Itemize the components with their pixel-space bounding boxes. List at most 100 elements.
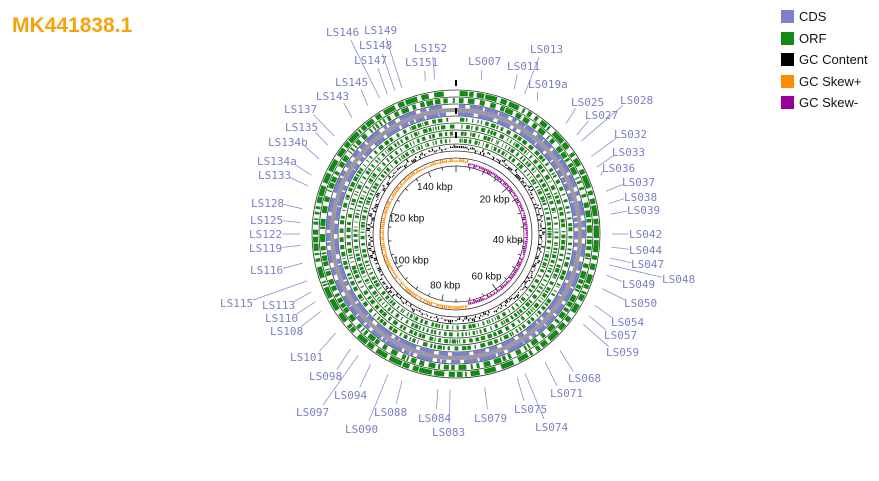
- orf-feature: [406, 355, 410, 362]
- gc-skew-bar: [385, 259, 390, 262]
- gc-content-bar: [519, 289, 522, 291]
- gene-label: LS047: [631, 258, 664, 271]
- orf-feature: [368, 271, 374, 275]
- gc-content-bar: [505, 299, 509, 303]
- gc-skew-bar: [406, 288, 410, 292]
- orf-feature: [408, 329, 414, 335]
- orf-feature: [400, 308, 404, 313]
- gc-content-bar: [402, 302, 405, 305]
- gc-content-bar: [438, 146, 441, 150]
- gc-skew-bar: [415, 168, 419, 173]
- orf-feature: [378, 286, 382, 291]
- gc-skew-bar: [387, 264, 392, 268]
- cds-feature: [543, 152, 553, 162]
- gc-content-track: [366, 144, 546, 324]
- kbp-tick: [391, 212, 398, 216]
- orf-feature: [516, 310, 521, 315]
- label-leader-line: [359, 364, 371, 388]
- orf-feature: [487, 340, 494, 346]
- gc-skew-bar: [481, 297, 485, 301]
- orf-feature: [551, 254, 557, 259]
- orf-feature: [404, 151, 410, 157]
- orf-feature: [355, 139, 363, 146]
- gc-skew-bar: [506, 183, 509, 187]
- orf-feature: [364, 185, 370, 190]
- cds-feature: [334, 238, 340, 255]
- gc-content-bar: [373, 257, 377, 260]
- cds-feature: [541, 310, 549, 319]
- orf-feature: [360, 269, 366, 275]
- gc-content-bar: [396, 295, 399, 298]
- gene-label: LS151: [405, 56, 438, 69]
- label-leader-line: [290, 177, 308, 187]
- orf-feature: [565, 256, 571, 261]
- orf-feature: [529, 308, 534, 313]
- orf-feature: [493, 357, 503, 365]
- orf-feature: [496, 140, 500, 145]
- cds-feature: [355, 314, 366, 325]
- orf-feature: [437, 345, 443, 350]
- gc-content-bar: [382, 184, 385, 187]
- orf-feature: [374, 338, 381, 346]
- gc-content-bar: [374, 205, 378, 208]
- orf-feature: [328, 182, 335, 190]
- gc-skew-bar: [486, 169, 490, 174]
- cds-feature: [348, 305, 359, 317]
- orf-feature: [483, 366, 497, 375]
- orf-feature: [471, 132, 476, 138]
- orf-feature: [528, 299, 533, 304]
- gc-skew-bar: [520, 207, 524, 210]
- kbp-tick: [415, 286, 419, 290]
- cds-feature: [551, 149, 562, 161]
- cds-feature: [337, 191, 346, 207]
- gc-skew-bar: [517, 262, 522, 266]
- gene-label: LS145: [335, 76, 368, 89]
- orf-feature: [501, 355, 507, 362]
- orf-feature: [479, 342, 486, 348]
- orf-feature: [531, 306, 536, 311]
- gene-label: LS050: [624, 297, 657, 310]
- gc-content-bar: [399, 296, 402, 300]
- orf-feature: [400, 316, 404, 321]
- orf-feature: [523, 149, 528, 154]
- orf-feature: [420, 144, 424, 150]
- gc-content-bar: [418, 155, 422, 159]
- orf-feature: [328, 278, 335, 286]
- orf-feature: [380, 173, 386, 179]
- map-title: MK441838.1: [12, 14, 133, 37]
- orf-feature: [422, 326, 425, 332]
- orf-feature: [360, 285, 365, 289]
- legend-item-cds: CDS: [781, 6, 868, 28]
- gc-content-bar: [495, 309, 498, 313]
- gc-skew-bar: [482, 167, 486, 173]
- cds-feature: [506, 341, 525, 353]
- orf-feature: [322, 261, 329, 267]
- orf-feature: [370, 163, 375, 168]
- orf-feature: [504, 317, 510, 323]
- orf-feature: [400, 106, 410, 115]
- gc-content-bar: [386, 182, 390, 186]
- label-leader-line: [524, 56, 540, 95]
- gene-label: LS039: [627, 204, 660, 217]
- label-leader-line: [601, 288, 625, 301]
- orf-feature: [412, 365, 420, 372]
- track-ring: [372, 150, 540, 318]
- orf-feature: [530, 167, 536, 172]
- gc-content-bar: [376, 195, 379, 198]
- gc-content-bar: [531, 274, 533, 277]
- gene-label: LS128: [251, 197, 284, 210]
- gene-label: LS019a: [528, 78, 568, 91]
- orf-feature: [428, 336, 434, 341]
- feature-tracks: [312, 91, 599, 377]
- orf-feature: [336, 297, 344, 304]
- orf-feature: [322, 283, 328, 287]
- gc-skew-bar: [399, 182, 403, 187]
- cds-feature: [569, 249, 577, 267]
- orf-feature: [563, 261, 569, 268]
- orf-feature: [339, 302, 347, 309]
- orf-feature: [393, 142, 398, 148]
- gc-content-bar: [515, 174, 520, 178]
- gc-skew-bar: [381, 221, 385, 224]
- cds-feature: [387, 119, 397, 127]
- orf-feature: [538, 299, 543, 303]
